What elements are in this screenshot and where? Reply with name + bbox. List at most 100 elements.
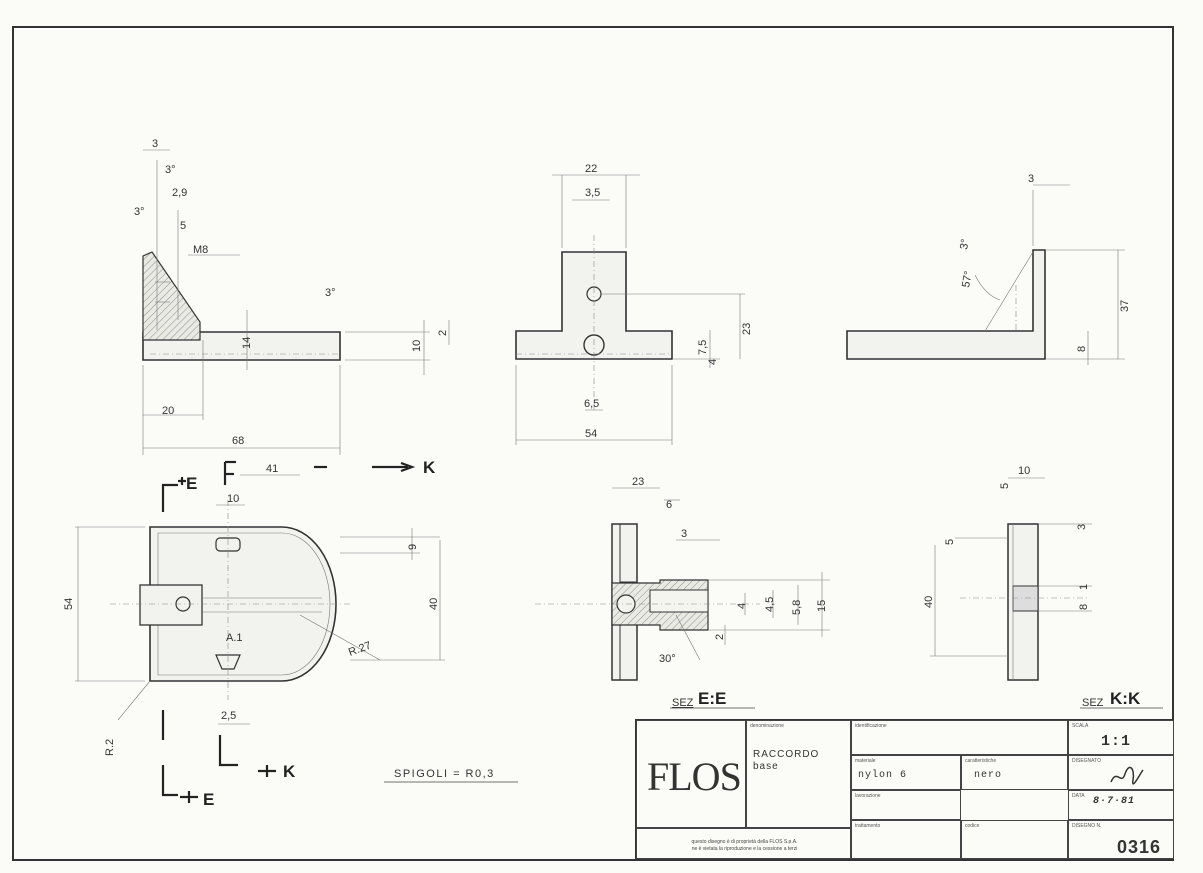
dim-ee-6: 6 (666, 499, 672, 511)
disegno-number: 0316 (1117, 837, 1162, 857)
dim-side-2: 2 (437, 330, 449, 336)
section-mark-k-bottom: K (283, 762, 296, 781)
dim-side-68: 68 (232, 435, 244, 447)
section-kk-label: K:K (1110, 689, 1141, 708)
part-name-line2: base (753, 761, 779, 772)
section-ee-label: E:E (698, 689, 726, 708)
dim-ee-15: 15 (816, 600, 828, 612)
section-kk-prefix: SEZ (1082, 697, 1104, 709)
data-cell: DATA 8·7·81 (1068, 790, 1174, 820)
logo-cell: FLOS (636, 720, 746, 828)
dim-ee-23: 23 (632, 476, 644, 488)
dim-front-6-5: 6,5 (584, 398, 599, 410)
section-ee-view: 23 6 3 15 5,8 4,5 4 2 30° SEZ E:E (535, 476, 830, 709)
dim-front-22: 22 (585, 163, 597, 175)
dim-side-m8: M8 (193, 244, 208, 256)
caratteristiche-value: nero (974, 770, 1003, 781)
lavorazione-label: lavorazione (855, 793, 881, 799)
dim-kk-5b: 5 (944, 539, 956, 545)
trattamento-cell: trattamento (851, 820, 961, 859)
dim-side-14: 14 (241, 337, 253, 349)
dim-right-8: 8 (1076, 346, 1088, 352)
flos-logo: FLOS (647, 754, 742, 799)
dim-front-4: 4 (707, 359, 719, 365)
dim-right-57deg: 57° (960, 270, 975, 288)
denominazione-label: denominazione (750, 723, 784, 729)
dim-plan-r2: R.2 (104, 739, 116, 756)
materiale-cell: materiale nylon 6 (851, 755, 961, 790)
dim-kk-3: 3 (1076, 524, 1088, 530)
signature-mark (1110, 766, 1144, 785)
dim-front-54: 54 (585, 428, 597, 440)
denominazione-cell: denominazione RACCORDO base (746, 720, 851, 828)
section-mark-e-top: E (186, 474, 197, 493)
data-value: 8·7·81 (1093, 796, 1136, 807)
disegnato-cell: DISEGNATO (1068, 755, 1174, 790)
dim-ee-5-8: 5,8 (791, 600, 803, 615)
caratteristiche-cell: caratteristiche nero (961, 755, 1068, 790)
front-view: 22 3,5 23 7,5 4 6,5 54 (515, 163, 753, 445)
codice-cell: codice (961, 820, 1068, 859)
dim-side-20: 20 (162, 405, 174, 417)
dim-ee-4: 4 (736, 603, 748, 609)
dim-plan-r27: R.27 (347, 640, 373, 659)
right-view: 3 37 8 3° 57° (846, 173, 1131, 365)
dim-plan-40: 40 (428, 598, 440, 610)
note-spigoli: SPIGOLI = R0,3 (394, 768, 495, 780)
dim-kk-40: 40 (923, 596, 935, 608)
notice-cell: questo disegno è di proprietà della FLOS… (636, 828, 851, 859)
dim-plan-2-5: 2,5 (221, 710, 236, 722)
dim-plan-10: 10 (227, 493, 239, 505)
section-mark-e-bottom: E (203, 790, 214, 809)
part-name-line1: RACCORDO (753, 749, 820, 760)
dim-front-7-5: 7,5 (697, 340, 709, 355)
scala-value: 1:1 (1101, 733, 1132, 750)
caratteristiche-label: caratteristiche (965, 758, 997, 764)
title-block: FLOS questo disegno è di proprietà della… (635, 719, 1174, 859)
dim-kk-1: 1 (1078, 584, 1090, 590)
dim-plan-9: 9 (407, 544, 419, 550)
notice-line2: ne è vietata la riproduzione e la cessio… (691, 846, 798, 852)
materiale-label: materiale (855, 758, 876, 764)
trattamento-label: trattamento (855, 823, 881, 829)
dim-ee-3: 3 (681, 528, 687, 540)
dim-ee-30deg: 30° (659, 653, 676, 665)
side-view: 3 3° 2,9 3° 5 M8 14 3° 20 68 10 2 (134, 138, 450, 455)
section-mark-k-top: K (423, 458, 436, 477)
disegno-cell: DISEGNO N. 0316 (1068, 820, 1174, 859)
dim-side-3deg-c: 3° (325, 287, 336, 299)
plan-view: 54 9 40 R.27 41 10 A.1 2,5 R.2 E E K K (63, 458, 445, 809)
dim-side-10: 10 (411, 340, 423, 352)
dim-right-37: 37 (1119, 300, 1131, 312)
scala-cell: SCALA 1:1 (1068, 720, 1174, 755)
dim-side-5: 5 (180, 220, 186, 232)
codice-label: codice (965, 823, 980, 829)
identificazione-label: identificazione (855, 723, 887, 729)
dim-front-23: 23 (741, 323, 753, 335)
dim-plan-54: 54 (63, 598, 75, 610)
dim-kk-8: 8 (1078, 604, 1090, 610)
dim-side-2-9: 2,9 (172, 187, 187, 199)
dim-front-3-5: 3,5 (585, 187, 600, 199)
dim-side-3: 3 (152, 138, 158, 150)
dim-kk-5: 5 (999, 483, 1011, 489)
dim-plan-a1: A.1 (226, 632, 243, 644)
dim-side-3deg-b: 3° (134, 206, 145, 218)
lavorazione-cell: lavorazione (851, 790, 961, 820)
dim-ee-2: 2 (714, 634, 726, 640)
disegno-label: DISEGNO N. (1072, 823, 1102, 829)
disegnato-label: DISEGNATO (1072, 758, 1101, 764)
dim-ee-4-5: 4,5 (764, 597, 776, 612)
materiale-value: nylon 6 (858, 770, 908, 781)
dim-plan-41: 41 (266, 463, 278, 475)
scala-label: SCALA (1072, 723, 1089, 729)
notice-line1: questo disegno è di proprietà della FLOS… (691, 839, 798, 845)
dim-side-3deg: 3° (165, 164, 176, 176)
section-ee-prefix: SEZ (672, 697, 694, 709)
dim-right-3: 3 (1028, 173, 1034, 185)
identificazione-cell: identificazione (851, 720, 1068, 755)
sheet-border (12, 26, 1174, 861)
data-label: DATA (1072, 793, 1085, 799)
dim-kk-10: 10 (1018, 465, 1030, 477)
